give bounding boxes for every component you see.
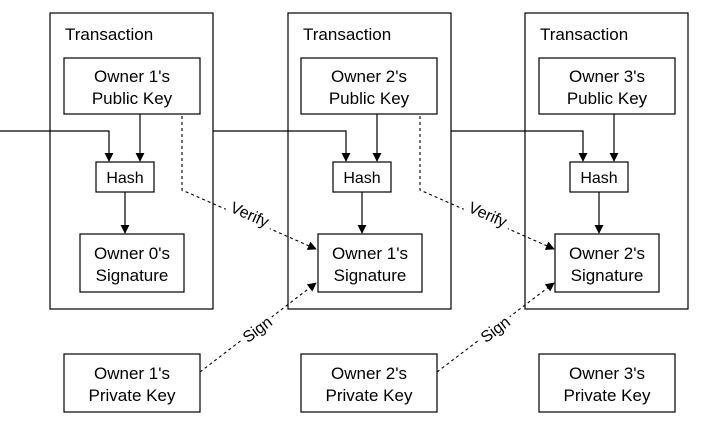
private-key-2-box <box>300 353 438 413</box>
transaction-3-hash-box <box>569 161 629 193</box>
transaction-1-hash-label: Hash <box>106 170 143 187</box>
prev-transaction-arrow-1 <box>0 130 114 162</box>
private-key-3-box <box>538 353 676 413</box>
transaction-1-public-key-line2: Public Key <box>92 89 173 108</box>
private-key-2-line1: Owner 2's <box>331 364 407 383</box>
transaction-2-title: Transaction <box>303 25 391 44</box>
private-key-3-line2: Private Key <box>564 386 651 405</box>
transaction-1-title: Transaction <box>65 25 153 44</box>
transaction-2-signature-line2: Signature <box>334 266 407 285</box>
private-key-2-line2: Private Key <box>326 386 413 405</box>
transaction-1-public-key-box <box>63 57 201 115</box>
transaction-1-public-key-line1: Owner 1's <box>94 67 170 86</box>
private-key-2: Owner 2's Private Key <box>300 353 438 413</box>
transaction-3-signature-line2: Signature <box>571 266 644 285</box>
private-key-3: Owner 3's Private Key <box>538 353 676 413</box>
transaction-3-public-key-box <box>538 57 676 115</box>
verify-arrow-2 <box>419 116 555 250</box>
transaction-2-public-key-box <box>300 57 438 115</box>
transaction-1: Transaction Owner 1's Public Key Hash Ow… <box>49 12 214 310</box>
transaction-3-title: Transaction <box>540 25 628 44</box>
transaction-2-public-key-line2: Public Key <box>329 89 410 108</box>
transaction-2: Transaction Owner 2's Public Key Hash Ow… <box>287 12 452 310</box>
transaction-2-signature-line1: Owner 1's <box>332 244 408 263</box>
transaction-3-public-key-line1: Owner 3's <box>569 67 645 86</box>
verify-label-2-bg <box>462 195 514 233</box>
sign-label-2-bg <box>473 309 517 349</box>
transaction-3: Transaction Owner 3's Public Key Hash Ow… <box>524 12 689 310</box>
verify-arrow-1 <box>181 116 317 250</box>
prev-transaction-arrow-2 <box>213 130 351 162</box>
transaction-3-signature-box <box>554 233 660 293</box>
sign-label-1-bg <box>235 309 279 349</box>
transaction-2-public-key-line1: Owner 2's <box>331 67 407 86</box>
private-key-3-line1: Owner 3's <box>569 364 645 383</box>
transaction-2-hash-label: Hash <box>343 170 380 187</box>
transaction-3-signature-line1: Owner 2's <box>569 244 645 263</box>
transaction-3-public-key-line2: Public Key <box>567 89 648 108</box>
private-key-1-box <box>63 353 201 413</box>
prev-transaction-arrow-3 <box>451 130 588 162</box>
private-key-1-line2: Private Key <box>89 386 176 405</box>
transaction-2-signature-box <box>317 233 423 293</box>
transaction-3-hash-label: Hash <box>580 170 617 187</box>
private-key-1-line1: Owner 1's <box>94 364 170 383</box>
transaction-1-signature-line1: Owner 0's <box>94 244 170 263</box>
verify-label-1-bg <box>224 195 276 233</box>
transaction-1-signature-box <box>79 233 185 293</box>
transaction-1-signature-line2: Signature <box>96 266 169 285</box>
private-key-1: Owner 1's Private Key <box>63 353 201 413</box>
